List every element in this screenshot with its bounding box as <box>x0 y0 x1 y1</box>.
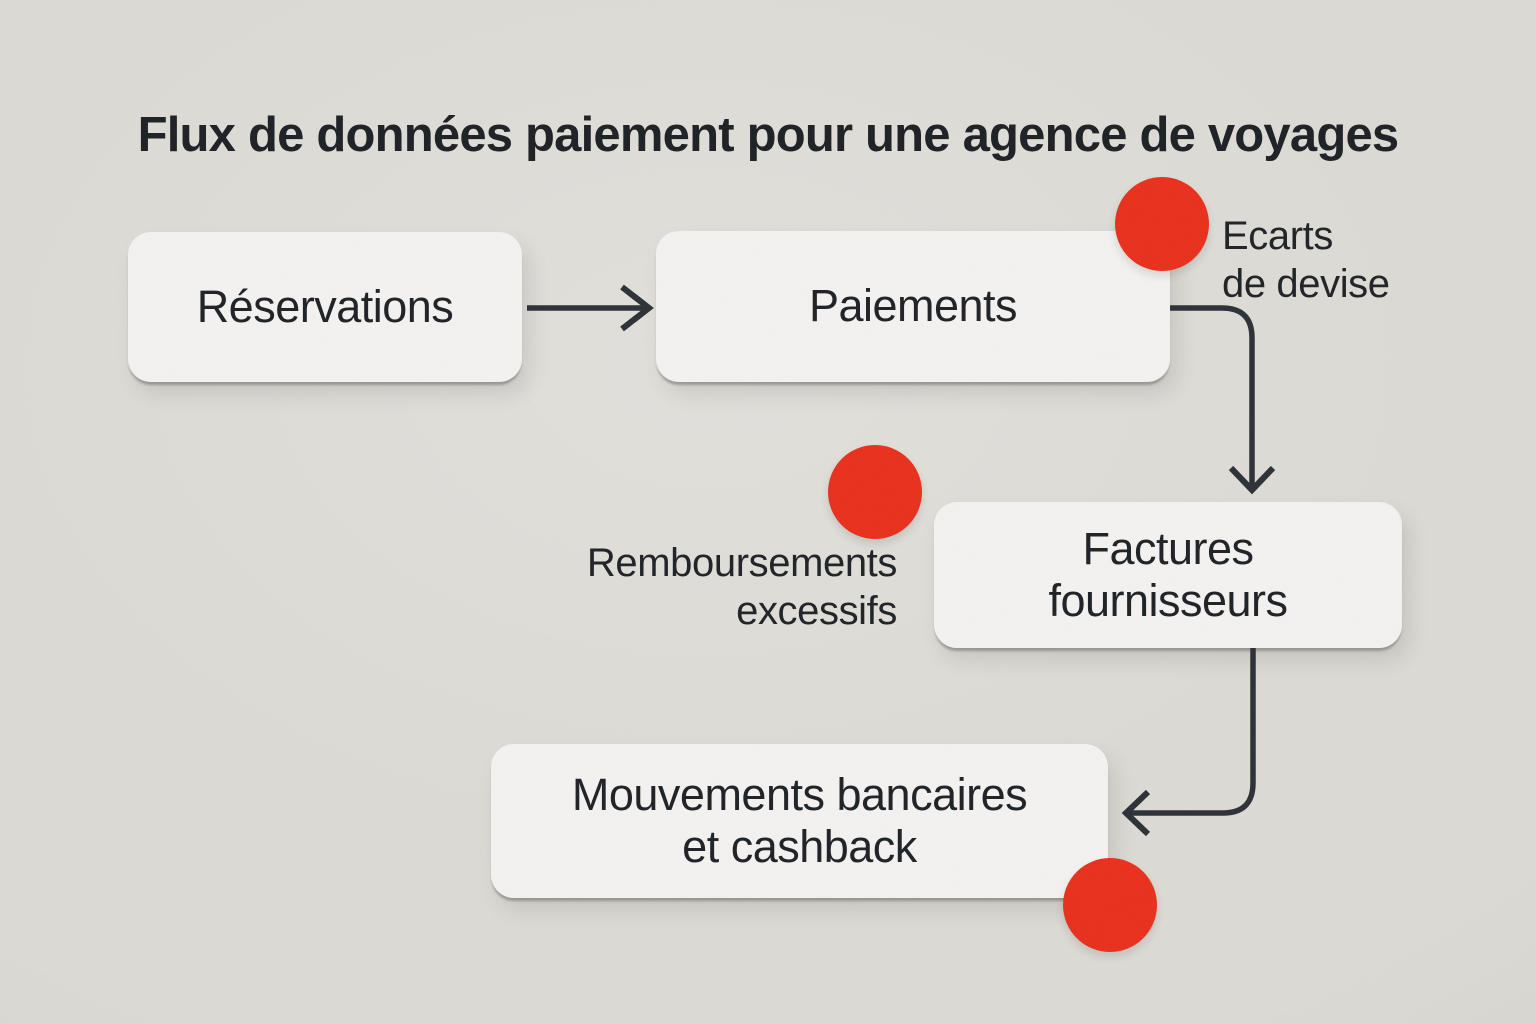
alert-dot-remboursements <box>828 445 922 539</box>
alert-label-ecarts-devise: Ecarts de devise <box>1222 214 1390 306</box>
node-mouvements-bancaires-label: Mouvements bancaires et cashback <box>571 768 1028 872</box>
arrowhead-left-icon <box>1121 789 1151 837</box>
node-paiements: Paiements <box>656 231 1170 382</box>
node-paiements-label: Paiements <box>808 280 1018 332</box>
node-reservations-label: Réservations <box>196 280 454 332</box>
node-mouvements-bancaires: Mouvements bancaires et cashback <box>491 744 1108 898</box>
arrowhead-right-icon <box>620 284 654 332</box>
node-reservations: Réservations <box>128 232 522 382</box>
page-title: Flux de données paiement pour une agence… <box>137 107 1400 162</box>
node-factures-fournisseurs-label: Factures fournisseurs <box>1048 522 1288 626</box>
arrowhead-down-icon <box>1228 465 1276 495</box>
edge-paiements-factures <box>1170 305 1255 488</box>
alert-dot-ecarts-devise <box>1115 177 1209 271</box>
alert-dot-cashback <box>1063 858 1157 952</box>
edge-factures-mouvements <box>1128 648 1256 816</box>
alert-label-remboursements: Remboursements excessifs <box>586 541 897 633</box>
node-factures-fournisseurs: Factures fournisseurs <box>934 502 1402 648</box>
